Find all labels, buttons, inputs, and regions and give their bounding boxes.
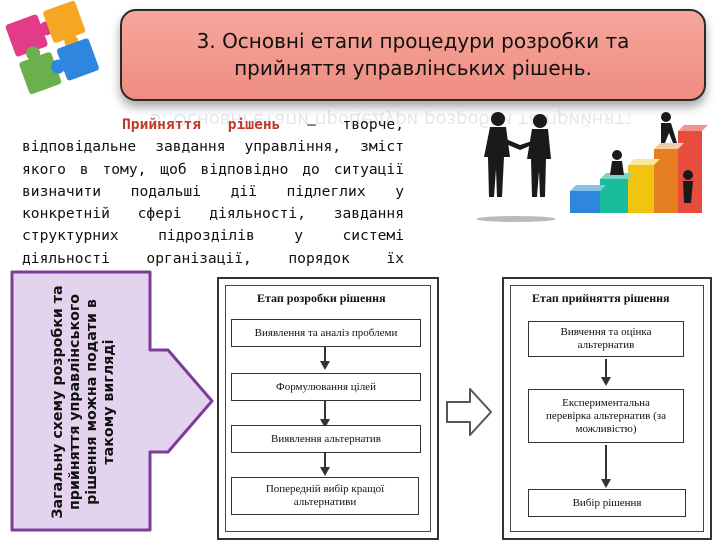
connector: [324, 453, 326, 467]
puzzle-logo: [5, 0, 99, 95]
adoption-step-2: Експериментальна перевірка альтернатив (…: [528, 389, 684, 443]
note-arrow-shape: [10, 270, 214, 532]
title-banner: 3. Основні етапи процедури розробки та п…: [120, 9, 706, 101]
development-diagram: Етап розробки рішення Виявлення та аналі…: [217, 277, 439, 540]
down-arrow-icon: [601, 479, 611, 488]
down-arrow-icon: [320, 419, 330, 428]
development-step-4: Попередній вибір кращої альтернативи: [231, 477, 419, 515]
connector: [605, 359, 607, 379]
connector: [605, 445, 607, 481]
development-step-1: Виявлення та аналіз проблеми: [231, 319, 421, 347]
slide-title: 3. Основні етапи процедури розробки та п…: [196, 29, 630, 80]
definition-term: Прийняття рішень: [122, 116, 281, 133]
note-text-area: Загальну схему розробки та прийняття упр…: [20, 274, 148, 530]
connector: [324, 347, 326, 361]
adoption-frame: [510, 285, 704, 532]
development-step-2: Формулювання цілей: [231, 373, 421, 401]
connector: [324, 401, 326, 421]
definition-paragraph: Прийняття рішень – творче, відповідальне…: [22, 114, 404, 266]
definition-text: – творче, відповідальне завдання управлі…: [22, 116, 404, 266]
adoption-step-3: Вибір рішення: [528, 489, 686, 517]
adoption-heading: Етап прийняття рішення: [532, 291, 670, 305]
scheme-note: Загальну схему розробки та прийняття упр…: [50, 285, 117, 519]
development-step-3: Виявлення альтернатив: [231, 425, 421, 453]
development-frame: [225, 285, 431, 532]
down-arrow-icon: [320, 467, 330, 476]
down-arrow-icon: [601, 377, 611, 386]
development-heading: Етап розробки рішення: [257, 291, 386, 305]
transition-arrow-icon: [446, 388, 492, 436]
adoption-step-1: Вивчення та оцінка альтернатив: [528, 321, 684, 357]
adoption-diagram: Етап прийняття рішення Вивчення та оцінк…: [502, 277, 712, 540]
down-arrow-icon: [320, 361, 330, 370]
business-illustration: [476, 112, 708, 222]
